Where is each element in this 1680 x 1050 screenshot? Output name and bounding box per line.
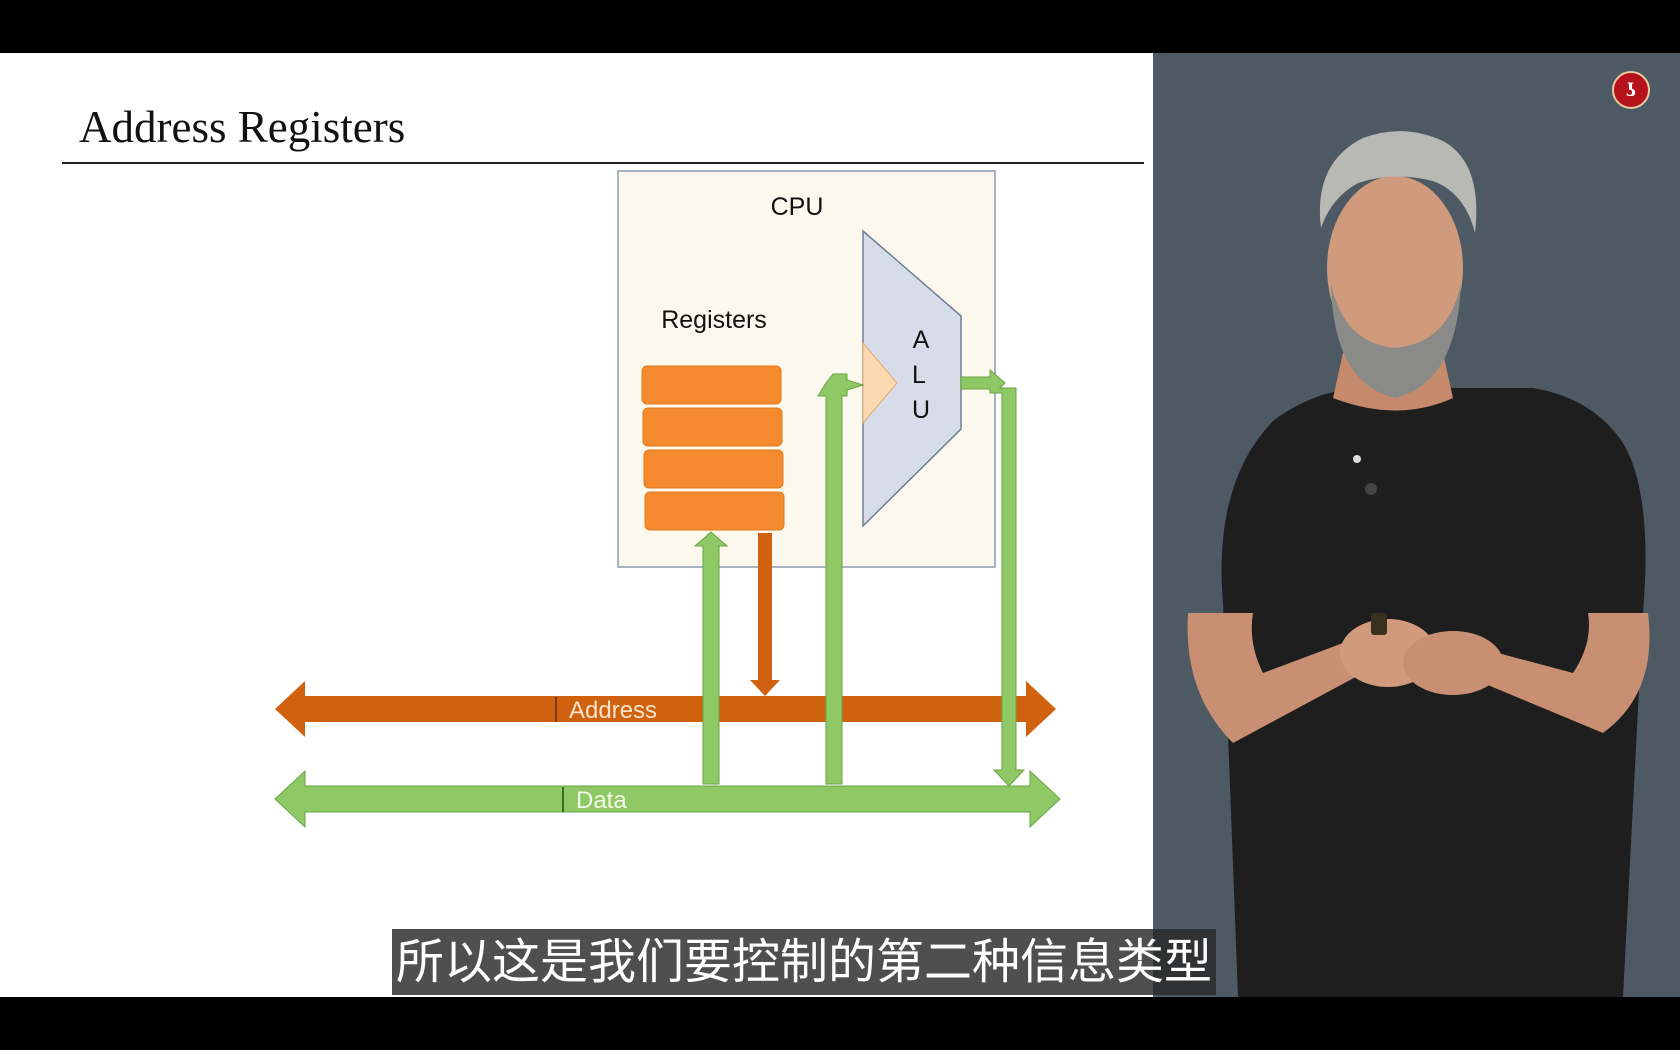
alu-input-notch [862, 341, 898, 425]
register-2 [642, 407, 783, 447]
subtitle-caption: 所以这是我们要控制的第二种信息类型 [392, 929, 1217, 995]
clicker-remote [1371, 613, 1387, 635]
register-1 [641, 365, 782, 405]
presenter-beard [1331, 283, 1461, 398]
data-bus-arrow [274, 769, 1061, 829]
address-bus-label: Address [569, 697, 657, 724]
lecture-slide: Address Registers CPU Registers A L U Ad… [0, 53, 1153, 997]
lapel-microphone [1365, 483, 1377, 495]
registers-label: Registers [661, 306, 767, 334]
alu-letter-u: U [912, 396, 930, 424]
channel-logo-icon: ʖ [1612, 71, 1650, 109]
register-to-address-arrow [750, 533, 780, 696]
presenter-left-arm [1187, 613, 1363, 743]
data-bus-label: Data [576, 787, 627, 814]
cpu-label: CPU [771, 193, 824, 221]
data-to-registers-arrow [693, 531, 729, 785]
presenter-right-arm [1483, 613, 1650, 733]
presenter-hands-right [1403, 631, 1503, 695]
alu-letter-l: L [912, 361, 926, 389]
alu-letter-a: A [913, 326, 930, 354]
presenter-hair [1319, 131, 1477, 233]
alu-shape [862, 229, 962, 528]
video-frame: Address Registers CPU Registers A L U Ad… [0, 53, 1680, 997]
address-bus-arrow [275, 681, 1056, 737]
presenter-figure [1187, 131, 1650, 997]
cpu-bus-diagram: CPU Registers A L U Address Data [274, 170, 1061, 829]
register-4 [644, 491, 785, 531]
data-to-alu-arrow [817, 373, 865, 785]
letterbox-bottom [0, 997, 1680, 1050]
presenter-face [1327, 176, 1463, 360]
shirt-button [1353, 455, 1361, 463]
slide-title: Address Registers [79, 102, 406, 152]
register-3 [643, 449, 784, 489]
alu-to-data-arrow [960, 368, 1026, 787]
presenter-video-panel [1153, 53, 1680, 997]
title-divider [62, 162, 1144, 164]
